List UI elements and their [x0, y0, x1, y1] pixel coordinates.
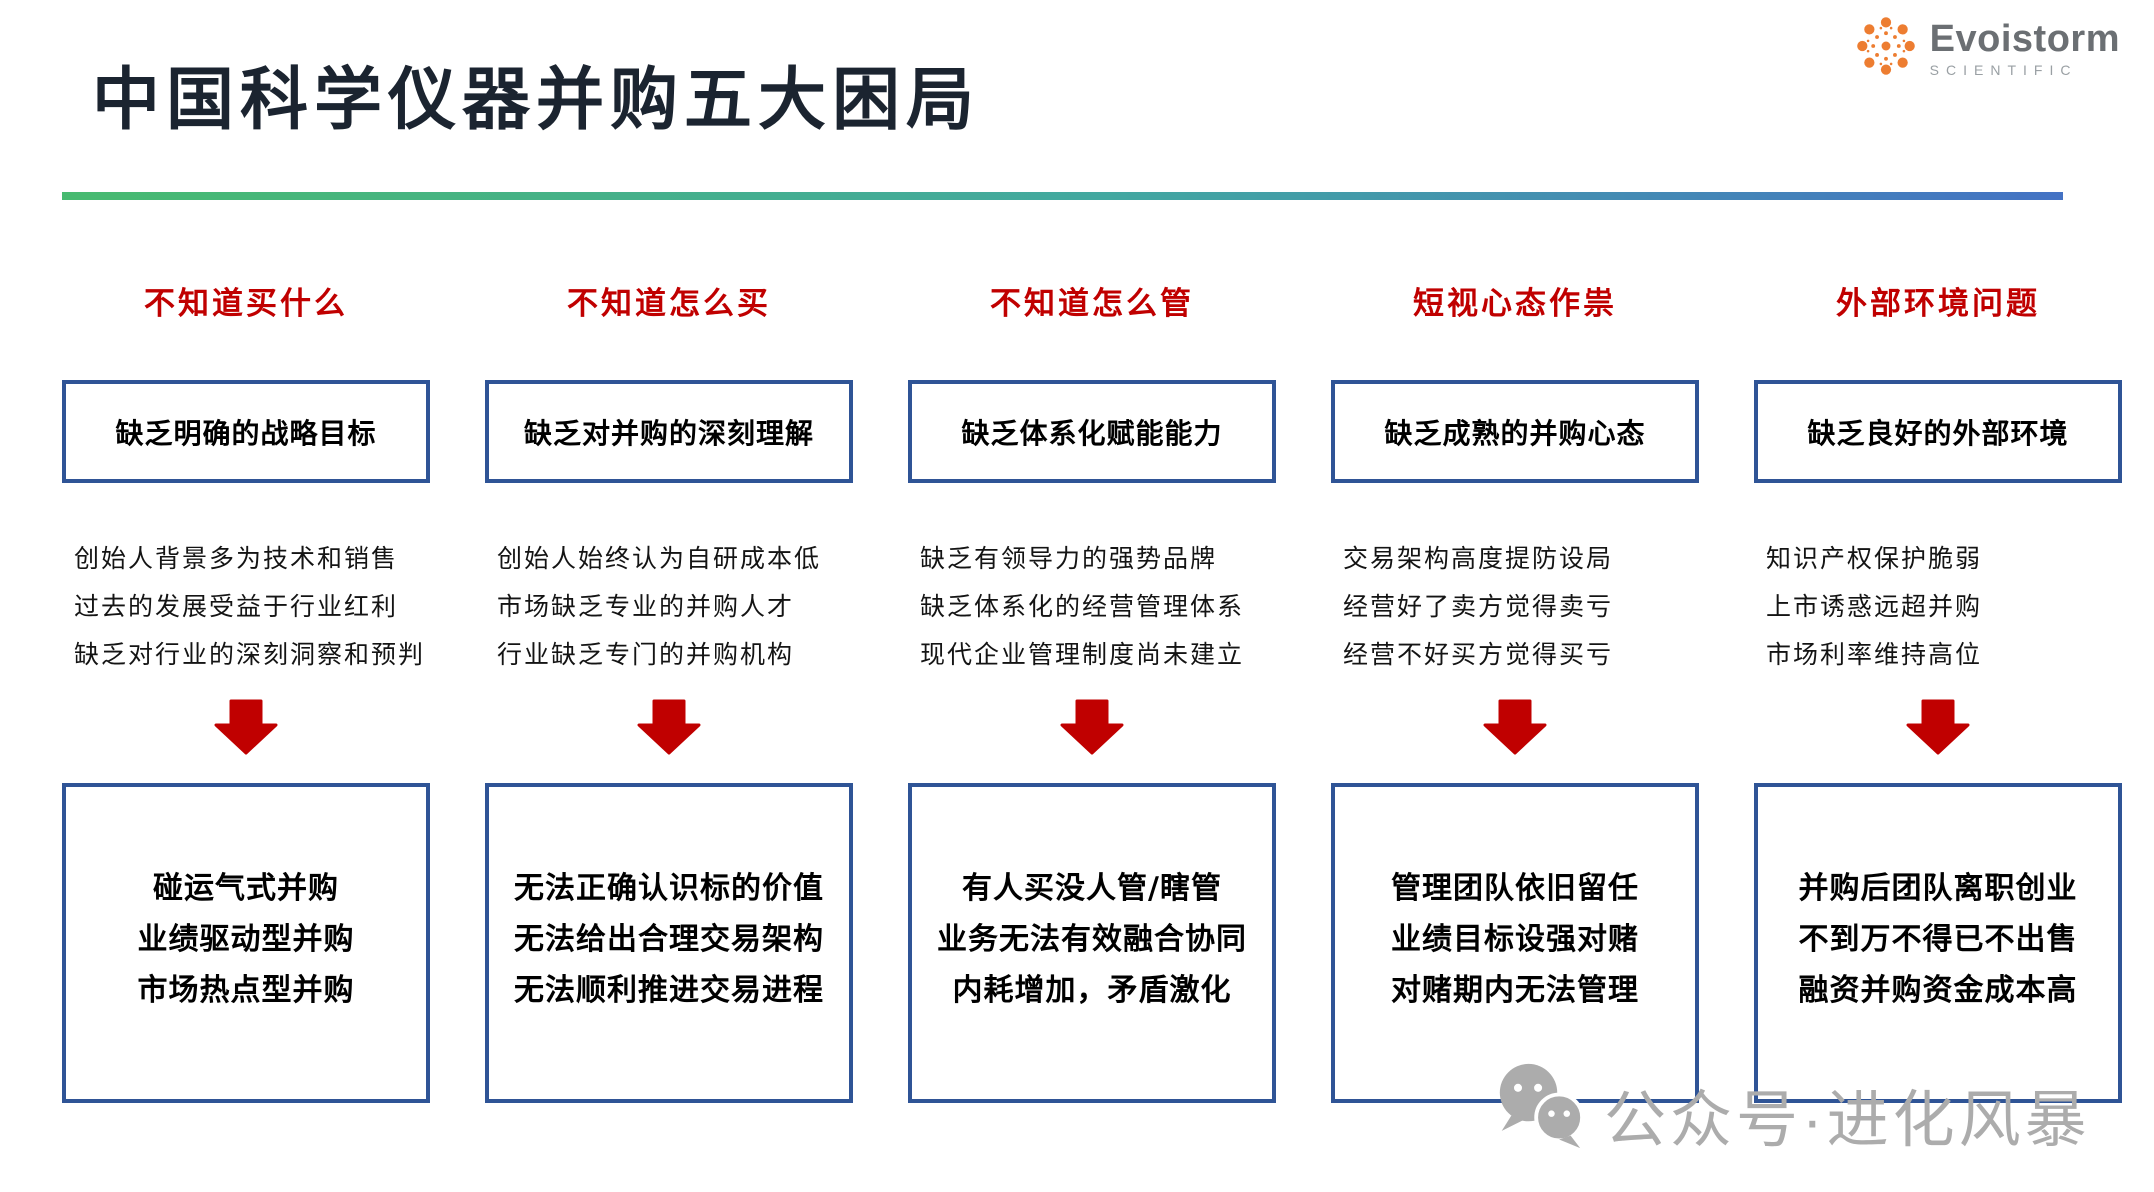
- problem-label: 缺乏良好的外部环境: [1807, 416, 2069, 450]
- down-arrow-icon: [1906, 699, 1970, 755]
- problem-label: 缺乏明确的战略目标: [115, 416, 377, 450]
- cause-line: 经营好了卖方觉得卖亏: [1343, 592, 1614, 621]
- cause-line: 过去的发展受益于行业红利: [74, 592, 399, 621]
- dandelion-burst-icon: [1854, 14, 1918, 82]
- cause-line: 缺乏对行业的深刻洞察和预判: [74, 640, 426, 669]
- result-line: 无法给出合理交易架构: [514, 922, 824, 957]
- result-line: 市场热点型并购: [137, 973, 355, 1008]
- result-box: 无法正确认识标的价值 无法给出合理交易架构 无法顺利推进交易进程: [485, 783, 853, 1103]
- problem-box: 缺乏成熟的并购心态: [1331, 380, 1699, 483]
- wechat-icon: [1492, 1062, 1588, 1165]
- column-1: 不知道买什么 缺乏明确的战略目标 创始人背景多为技术和销售 过去的发展受益于行业…: [62, 278, 430, 1103]
- brand-logo: Evoistorm SCIENTIFIC: [1854, 14, 2120, 82]
- result-line: 内耗增加，矛盾激化: [952, 973, 1232, 1008]
- result-line: 业绩驱动型并购: [137, 922, 355, 957]
- cause-line: 经营不好买方觉得买亏: [1343, 640, 1614, 669]
- result-line: 碰运气式并购: [153, 871, 339, 906]
- result-line: 不到万不得已不出售: [1798, 922, 2078, 957]
- brand-name: Evoistorm: [1929, 17, 2120, 60]
- column-header: 不知道怎么买: [567, 286, 771, 322]
- cause-list: 创始人背景多为技术和销售 过去的发展受益于行业红利 缺乏对行业的深刻洞察和预判: [62, 539, 430, 683]
- result-line: 无法顺利推进交易进程: [514, 973, 824, 1008]
- cause-line: 市场缺乏专业的并购人才: [497, 592, 795, 621]
- result-box: 管理团队依旧留任 业绩目标设强对赌 对赌期内无法管理: [1331, 783, 1699, 1103]
- cause-line: 缺乏有领导力的强势品牌: [920, 544, 1218, 573]
- page-title: 中国科学仪器并购五大困局: [92, 60, 981, 140]
- problem-box: 缺乏明确的战略目标: [62, 380, 430, 483]
- problem-label: 缺乏对并购的深刻理解: [523, 416, 814, 450]
- down-arrow-icon: [1060, 699, 1124, 755]
- problem-box: 缺乏良好的外部环境: [1754, 380, 2122, 483]
- cause-line: 行业缺乏专门的并购机构: [497, 640, 795, 669]
- watermark-text: 公众号·进化风暴: [1604, 1085, 2091, 1155]
- column-header: 不知道怎么管: [990, 286, 1194, 322]
- problem-label: 缺乏体系化赋能能力: [961, 416, 1223, 450]
- title-divider: [62, 192, 2063, 200]
- result-line: 无法正确认识标的价值: [514, 871, 824, 906]
- cause-line: 创始人始终认为自研成本低: [497, 544, 822, 573]
- result-box: 碰运气式并购 业绩驱动型并购 市场热点型并购: [62, 783, 430, 1103]
- cause-line: 现代企业管理制度尚未建立: [920, 640, 1245, 669]
- down-arrow-icon: [1483, 699, 1547, 755]
- problem-box: 缺乏体系化赋能能力: [908, 380, 1276, 483]
- result-box: 有人买没人管/瞎管 业务无法有效融合协同 内耗增加，矛盾激化: [908, 783, 1276, 1103]
- result-line: 对赌期内无法管理: [1391, 973, 1639, 1008]
- column-header: 不知道买什么: [144, 286, 348, 322]
- result-line: 有人买没人管/瞎管: [962, 871, 1222, 906]
- column-header: 外部环境问题: [1836, 286, 2040, 322]
- column-2: 不知道怎么买 缺乏对并购的深刻理解 创始人始终认为自研成本低 市场缺乏专业的并购…: [485, 278, 853, 1103]
- cause-list: 缺乏有领导力的强势品牌 缺乏体系化的经营管理体系 现代企业管理制度尚未建立: [908, 539, 1276, 683]
- down-arrow-icon: [637, 699, 701, 755]
- problem-box: 缺乏对并购的深刻理解: [485, 380, 853, 483]
- result-box: 并购后团队离职创业 不到万不得已不出售 融资并购资金成本高: [1754, 783, 2122, 1103]
- cause-line: 缺乏体系化的经营管理体系: [920, 592, 1245, 621]
- result-line: 并购后团队离职创业: [1798, 871, 2078, 906]
- watermark: 公众号·进化风暴: [1492, 1062, 2091, 1165]
- result-line: 融资并购资金成本高: [1798, 973, 2078, 1008]
- cause-line: 市场利率维持高位: [1766, 640, 1983, 669]
- problem-label: 缺乏成熟的并购心态: [1384, 416, 1646, 450]
- cause-line: 知识产权保护脆弱: [1766, 544, 1983, 573]
- columns-container: 不知道买什么 缺乏明确的战略目标 创始人背景多为技术和销售 过去的发展受益于行业…: [62, 278, 2122, 1103]
- cause-line: 交易架构高度提防设局: [1343, 544, 1614, 573]
- column-header: 短视心态作祟: [1413, 286, 1617, 322]
- column-5: 外部环境问题 缺乏良好的外部环境 知识产权保护脆弱 上市诱惑远超并购 市场利率维…: [1754, 278, 2122, 1103]
- result-line: 业绩目标设强对赌: [1391, 922, 1639, 957]
- brand-subtitle: SCIENTIFIC: [1929, 61, 2078, 78]
- cause-line: 上市诱惑远超并购: [1766, 592, 1983, 621]
- cause-list: 交易架构高度提防设局 经营好了卖方觉得卖亏 经营不好买方觉得买亏: [1331, 539, 1699, 683]
- down-arrow-icon: [214, 699, 278, 755]
- column-4: 短视心态作祟 缺乏成熟的并购心态 交易架构高度提防设局 经营好了卖方觉得卖亏 经…: [1331, 278, 1699, 1103]
- result-line: 管理团队依旧留任: [1391, 871, 1639, 906]
- cause-list: 创始人始终认为自研成本低 市场缺乏专业的并购人才 行业缺乏专门的并购机构: [485, 539, 853, 683]
- cause-list: 知识产权保护脆弱 上市诱惑远超并购 市场利率维持高位: [1754, 539, 2122, 683]
- cause-line: 创始人背景多为技术和销售: [74, 544, 399, 573]
- column-3: 不知道怎么管 缺乏体系化赋能能力 缺乏有领导力的强势品牌 缺乏体系化的经营管理体…: [908, 278, 1276, 1103]
- result-line: 业务无法有效融合协同: [937, 922, 1247, 957]
